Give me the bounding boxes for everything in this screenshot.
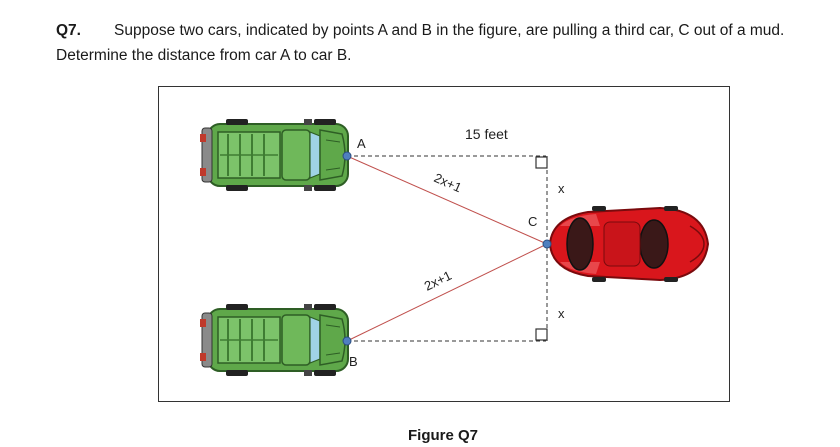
label-rope-bottom: 2x+1 [422, 268, 454, 294]
question-number: Q7. [56, 22, 81, 39]
question-body: Suppose two cars, indicated by points A … [56, 22, 785, 64]
rope-a-to-c [346, 155, 548, 245]
label-distance: 15 feet [465, 126, 508, 142]
point-a [342, 151, 352, 161]
label-b: B [349, 354, 358, 369]
car-a-image [199, 118, 349, 192]
right-angle-bottom [535, 328, 548, 341]
question-text-block: Q7.Suppose two cars, indicated by points… [56, 18, 826, 68]
point-c [542, 239, 552, 249]
label-c: C [528, 214, 537, 229]
label-a: A [357, 136, 366, 151]
figure-frame [158, 86, 730, 402]
car-b-image [199, 303, 349, 377]
label-x-top: x [558, 181, 565, 196]
label-x-bottom: x [558, 306, 565, 321]
point-b [342, 336, 352, 346]
rope-b-to-c [346, 243, 548, 342]
right-angle-top [535, 156, 548, 169]
figure-caption: Figure Q7 [408, 427, 479, 444]
car-c-image [548, 206, 710, 282]
label-rope-top: 2x+1 [432, 170, 464, 195]
